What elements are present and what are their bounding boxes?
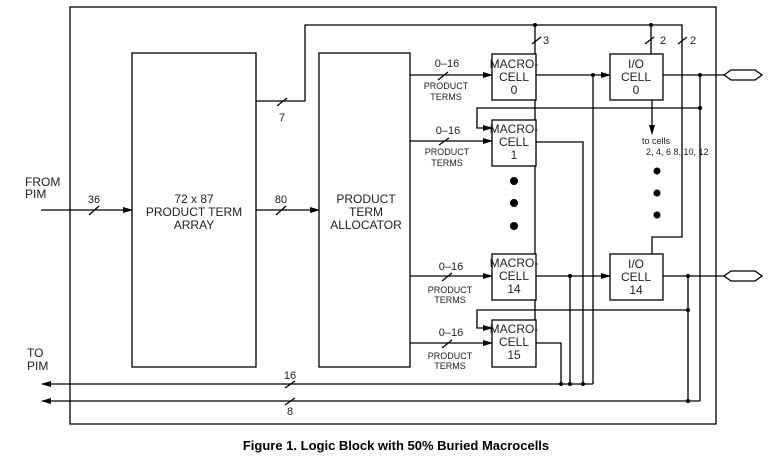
- io-cell-0-label-1: I/O: [628, 57, 644, 71]
- to-cells-label-2: 2, 4, 6 8, 10, 12: [646, 147, 709, 157]
- bus-slash-3: [531, 36, 542, 45]
- pt-allocator-label-3: ALLOCATOR: [330, 218, 402, 232]
- bus-slash: [438, 137, 450, 146]
- io-cell-0-label-3: 0: [633, 83, 640, 97]
- ellipsis-dot: [510, 222, 518, 230]
- ellipsis-dot: [653, 189, 661, 197]
- macrocell-0-label-3: 0: [511, 83, 518, 97]
- macrocell-15-label-3: 15: [507, 348, 521, 362]
- product-term-array-block: [131, 52, 257, 368]
- bus-slash: [437, 71, 449, 81]
- bus-slash: [441, 339, 453, 349]
- macrocell-1-label-1: MACRO-: [490, 122, 539, 136]
- ellipsis-dot: [510, 177, 518, 185]
- macrocell-15-label-2: CELL: [499, 335, 529, 349]
- io0-feedback-to-mc1: [476, 107, 700, 131]
- pt-label-mc1-2: TERMS: [431, 158, 463, 168]
- bus-width-16: 16: [284, 370, 296, 382]
- io-cell-14-label-3: 14: [629, 283, 643, 297]
- io-cell-0-label-2: CELL: [621, 70, 651, 84]
- io14-pin-pad-icon: [722, 270, 764, 282]
- to-cells-label-1: to cells: [642, 136, 671, 146]
- bus-width-7: 7: [279, 112, 285, 124]
- pt-label-mc15-1: PRODUCT: [428, 351, 473, 361]
- junction-dot: [533, 23, 537, 27]
- pt-array-label-3: ARRAY: [174, 218, 214, 232]
- pt-label-mc15-2: TERMS: [434, 361, 466, 371]
- macrocell-1: MACRO- CELL 1: [490, 119, 539, 167]
- from-pim-label-1: FROM: [25, 175, 60, 189]
- junction-dot: [698, 106, 702, 110]
- mc1-feedback-line: [536, 141, 584, 384]
- pt-count-mc0: 0–16: [435, 58, 459, 70]
- io-cell-14: I/O CELL 14: [609, 253, 664, 301]
- pt-count-mc15: 0–16: [439, 327, 463, 339]
- pt-count-mc14: 0–16: [439, 261, 463, 273]
- bus-width-3: 3: [543, 35, 549, 47]
- io0-pin-pad-icon: [722, 69, 764, 81]
- macrocell-1-label-2: CELL: [499, 135, 529, 149]
- logic-block-frame: [69, 6, 717, 425]
- bus-width-80: 80: [275, 194, 287, 206]
- macrocell-14-label-2: CELL: [499, 269, 529, 283]
- macrocell-14-label-1: MACRO-: [490, 256, 539, 270]
- macrocell-0-label-1: MACRO-: [490, 57, 539, 71]
- bus-width-36: 36: [88, 194, 100, 206]
- to-pim-label-1: TO: [27, 346, 43, 360]
- io-cell-14-label-1: I/O: [628, 257, 644, 271]
- io-cell-14-label-2: CELL: [621, 270, 651, 284]
- pt-label-mc14-2: TERMS: [434, 295, 466, 305]
- macrocell-14-label-3: 14: [507, 282, 521, 296]
- bus-width-8: 8: [287, 406, 293, 418]
- bus-slash-8: [284, 397, 296, 406]
- figure-caption: Figure 1. Logic Block with 50% Buried Ma…: [243, 438, 549, 453]
- ellipsis-dot: [510, 199, 518, 207]
- pt-allocator-label-2: TERM: [349, 205, 383, 219]
- from-pim-label-2: PIM: [25, 187, 46, 201]
- macrocell-1-label-3: 1: [511, 148, 518, 162]
- junction-dot: [649, 23, 653, 27]
- pt-label-mc1-1: PRODUCT: [425, 147, 470, 157]
- bus-width-2a: 2: [660, 35, 666, 47]
- pt-count-mc1: 0–16: [436, 125, 460, 137]
- ellipsis-dot: [653, 211, 661, 219]
- bus-slash-7: [276, 97, 288, 107]
- macrocell-0-label-2: CELL: [499, 70, 529, 84]
- pt-allocator-label-1: PRODUCT: [336, 192, 396, 206]
- mc15-feedback-line: [536, 342, 562, 384]
- bus-slash-16: [284, 380, 296, 389]
- ellipsis-dot: [653, 167, 661, 175]
- macrocell-14: MACRO- CELL 14: [490, 253, 539, 301]
- bus-slash: [441, 272, 453, 282]
- macrocell-15: MACRO- CELL 15: [490, 319, 539, 368]
- bus-slash-2a: [644, 36, 655, 45]
- bus-slash-2b: [677, 36, 688, 45]
- junction-dot: [686, 308, 690, 312]
- control-bus-route: [256, 24, 683, 254]
- product-term-allocator-block: [318, 52, 411, 368]
- bus-width-2b: 2: [690, 35, 696, 47]
- pt-label-mc14-1: PRODUCT: [428, 285, 473, 295]
- pt-label-mc0-2: TERMS: [430, 92, 462, 102]
- bus-slash-80: [275, 205, 287, 216]
- io-cell-0: I/O CELL 0: [609, 53, 664, 101]
- macrocell-15-label-1: MACRO-: [490, 322, 539, 336]
- bus-slash-36: [88, 205, 100, 216]
- to-pim-label-2: PIM: [27, 359, 48, 373]
- pt-label-mc0-1: PRODUCT: [424, 81, 469, 91]
- pt-array-label-1: 72 x 87: [174, 192, 214, 206]
- pt-array-label-2: PRODUCT TERM: [146, 205, 242, 219]
- macrocell-0: MACRO- CELL 0: [490, 53, 539, 101]
